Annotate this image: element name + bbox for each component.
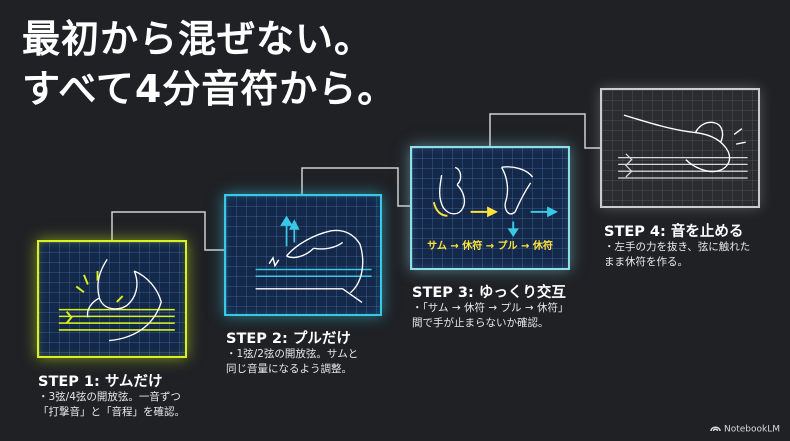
step-3-description: ・「サム → 休符 → プル → 休符」 間で手が止まらないか確認。 [412, 301, 568, 331]
step-4-desc-line-1: ・左手の力を抜き、弦に触れた [604, 241, 751, 253]
step-4-desc-line-2: まま休符を作る。 [604, 256, 688, 268]
step-4-title: STEP 4: 音を止める [604, 224, 744, 240]
step-1-desc-line-1: ・3弦/4弦の開放弦。一音ずつ [38, 391, 181, 403]
title-line-1: 最初から混ぜない。 [22, 17, 374, 61]
footer-brand-label: NotebookLM [723, 424, 780, 435]
step-4-panel [600, 88, 760, 208]
step-3-sequence-label: サム → 休符 → プル → 休符 [427, 241, 553, 252]
step-2-desc-line-1: ・1弦/2弦の開放弦。サムと [226, 348, 359, 360]
step-3-title: STEP 3: ゆっくり交互 [412, 285, 566, 301]
notebooklm-logo-icon [710, 423, 721, 435]
step-3-desc-line-1: ・「サム → 休符 → プル → 休符」 [412, 302, 569, 314]
page-title: 最初から混ぜない。 すべて4分音符から。 [22, 14, 396, 114]
finger-pull-icon [255, 215, 372, 303]
thumb-strike-icon [58, 259, 175, 342]
alternate-hands-icon [432, 166, 558, 237]
step-1-title: STEP 1: サムだけ [38, 374, 163, 390]
footer-brand: NotebookLM [710, 423, 780, 435]
step-1-desc-line-2: 「打撃音」と「音程」を確認。 [38, 406, 185, 418]
mute-hand-icon [618, 114, 748, 179]
step-1-description: ・3弦/4弦の開放弦。一音ずつ 「打撃音」と「音程」を確認。 [38, 390, 185, 420]
step-2-desc-line-2: 同じ音量になるよう調整。 [226, 363, 352, 375]
step-4-description: ・左手の力を抜き、弦に触れた まま休符を作る。 [604, 240, 750, 270]
step-3-panel: サム → 休符 → プル → 休符 [410, 146, 570, 270]
step-2-title: STEP 2: プルだけ [226, 331, 351, 347]
step-2-description: ・1弦/2弦の開放弦。サムと 同じ音量になるよう調整。 [226, 347, 358, 377]
step-2-panel [224, 194, 382, 316]
step-1-panel [37, 240, 187, 358]
step-3-desc-line-2: 間で手が止まらないか確認。 [412, 317, 549, 329]
title-line-2: すべて4分音符から。 [22, 67, 397, 111]
